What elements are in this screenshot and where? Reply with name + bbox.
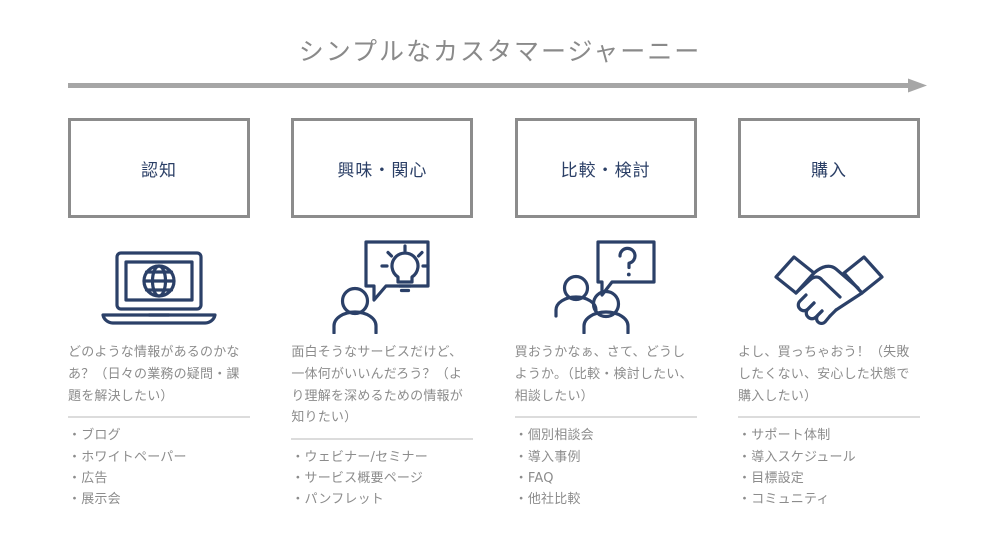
list-item: 展示会: [68, 489, 250, 510]
stage-box-consideration[interactable]: 比較・検討: [514, 118, 697, 218]
journey-stage-columns: 認知 どのような情報があるのかなあ？（日々の業務の疑問・課題を解決したい） ブロ…: [68, 118, 920, 528]
stage-box-purchase[interactable]: 購入: [737, 118, 920, 218]
stage-touchpoint-list-purchase: サポート体制 導入スケジュール 目標設定 コミュニティ: [738, 425, 920, 509]
stage-description-awareness: どのような情報があるのかなあ？（日々の業務の疑問・課題を解決したい）: [68, 345, 240, 404]
stage-divider: [514, 416, 697, 419]
stage-column-purchase: 購入 よし、買っちゃおう！（失敗したくない、安心した状態で購入したい） サポート…: [737, 118, 920, 528]
page-title: シンプルなカスタマージャーニー: [298, 37, 702, 66]
stage-box-awareness[interactable]: 認知: [68, 118, 250, 218]
stage-column-consideration: 比較・検討 買おうかなぁ、さて、どうしようか。（比較・検討したい、相談したい） …: [514, 118, 697, 528]
stage-description-consideration: 買おうかなぁ、さて、どうしようか。（比較・検討したい、相談したい）: [514, 345, 693, 404]
list-item: ウェビナー/セミナー: [291, 447, 473, 468]
list-item: ホワイトペーパー: [68, 447, 250, 468]
list-item: FAQ: [515, 468, 697, 489]
stage-column-interest: 興味・関心 面白そうなサービスだけど、一体何がいいんだろう？（より理解を深めるた…: [291, 118, 474, 528]
stage-divider: [68, 416, 250, 419]
stage-description-purchase: よし、買っちゃおう！（失敗したくない、安心した状態で購入したい）: [737, 345, 910, 404]
stage-divider: [291, 438, 474, 441]
journey-progress-arrow: [68, 78, 928, 94]
list-item: 目標設定: [738, 468, 920, 489]
list-item: コミュニティ: [738, 489, 920, 510]
list-item: 広告: [68, 468, 250, 489]
stage-label-interest: 興味・関心: [337, 160, 428, 181]
stage-label-awareness: 認知: [141, 160, 177, 181]
laptop-globe-icon: [68, 236, 250, 336]
list-item: サービス概要ページ: [291, 468, 473, 489]
stage-column-awareness: 認知 どのような情報があるのかなあ？（日々の業務の疑問・課題を解決したい） ブロ…: [68, 118, 250, 528]
handshake-icon: [738, 236, 920, 336]
list-item: 他社比較: [515, 489, 697, 510]
list-item: 導入スケジュール: [738, 447, 920, 468]
list-item: ブログ: [68, 425, 250, 446]
stage-label-consideration: 比較・検討: [560, 160, 651, 181]
stage-touchpoint-list-interest: ウェビナー/セミナー サービス概要ページ パンフレット: [291, 447, 473, 510]
stage-label-purchase: 購入: [810, 160, 847, 181]
list-item: パンフレット: [291, 489, 473, 510]
stage-divider: [737, 416, 920, 419]
list-item: サポート体制: [738, 425, 920, 446]
stage-touchpoint-list-awareness: ブログ ホワイトペーパー 広告 展示会: [68, 425, 250, 509]
stage-box-interest[interactable]: 興味・関心: [291, 118, 474, 218]
list-item: 導入事例: [515, 447, 697, 468]
two-people-question-bubble-icon: [515, 236, 697, 336]
list-item: 個別相談会: [515, 425, 697, 446]
stage-touchpoint-list-consideration: 個別相談会 導入事例 FAQ 他社比較: [515, 425, 697, 509]
stage-description-interest: 面白そうなサービスだけど、一体何がいいんだろう？（より理解を深めるための情報が知…: [291, 345, 463, 426]
person-lightbulb-bubble-icon: [291, 236, 473, 336]
